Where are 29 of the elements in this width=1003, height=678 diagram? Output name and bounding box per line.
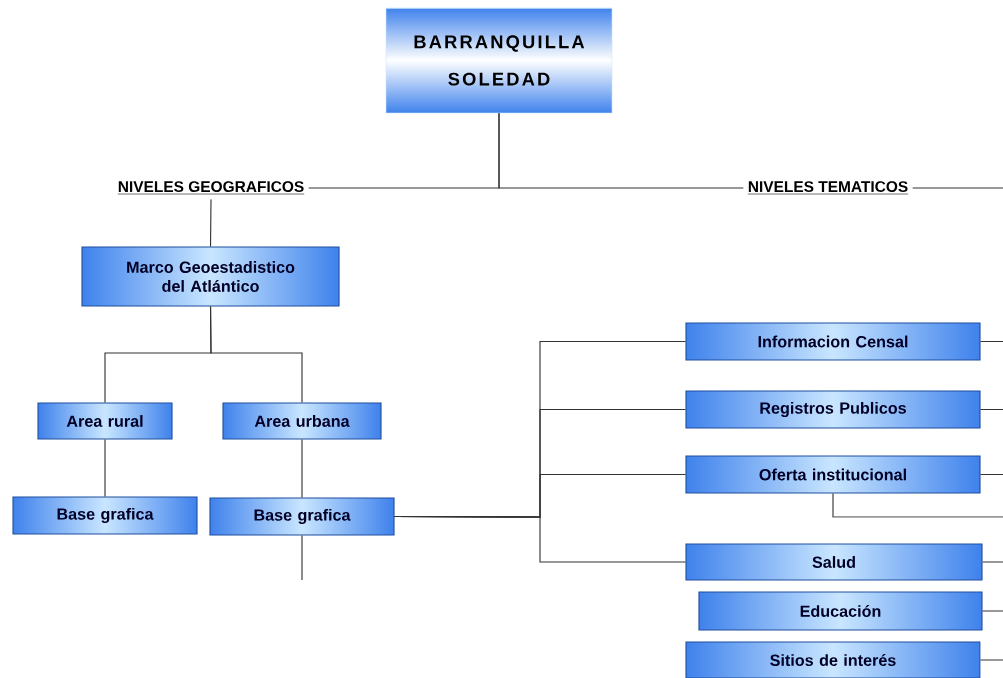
connector-line	[209, 306, 303, 403]
connector-line	[832, 493, 1003, 518]
connector-line	[980, 408, 1003, 411]
process-box: Area urbana	[222, 402, 382, 440]
connector-line	[980, 473, 1003, 476]
process-box: Educación	[698, 591, 983, 631]
process-box: Informacion Censal	[685, 322, 981, 361]
connector-line	[982, 610, 1003, 612]
connector-line	[301, 534, 303, 581]
connector-line	[980, 340, 1003, 343]
heading-text: NIVELES GEOGRAFICOS	[117, 181, 305, 195]
title-box: BARRANQUILLA SOLEDAD	[385, 7, 613, 114]
process-box: Oferta institucional	[685, 455, 981, 494]
process-box: Registros Publicos	[685, 390, 981, 429]
connector-line	[394, 515, 686, 563]
connector-line	[498, 112, 744, 189]
connector-line	[980, 659, 1003, 661]
connector-line	[301, 439, 303, 498]
process-box: Sitios de interés	[685, 641, 981, 678]
connector-line	[104, 439, 106, 497]
connector-line	[982, 561, 1003, 563]
process-box: Base grafica	[12, 496, 198, 535]
process-box: Base grafica	[209, 497, 395, 536]
connector-line	[912, 187, 1003, 189]
connector-line	[209, 198, 212, 247]
process-box: Marco Geoestadistico del Atlántico	[81, 246, 340, 307]
process-box: Salud	[685, 543, 983, 581]
heading-text: NIVELES TEMATICOS	[747, 181, 909, 195]
process-box: Area rural	[37, 402, 173, 440]
